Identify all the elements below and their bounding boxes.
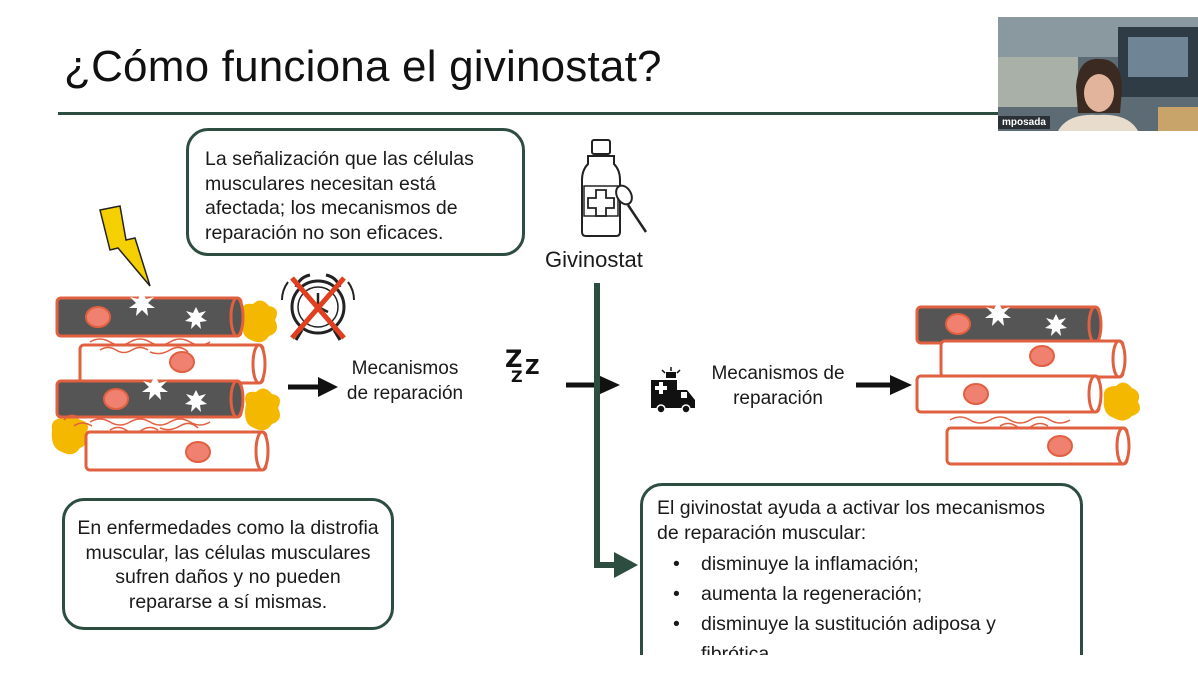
title-divider (58, 112, 998, 115)
sleep-zzz-icon: Z Z Z (505, 345, 540, 386)
ambulance-icon (651, 367, 695, 414)
signaling-textbox: La señalización que las células muscular… (186, 128, 525, 256)
participant-name: mposada (998, 116, 1050, 129)
repair-mechanisms-label-inactive: Mecanismos de reparación (346, 358, 464, 404)
lightning-icon (99, 205, 151, 287)
medicine-bottle-icon (581, 139, 648, 237)
arrow-icon (288, 377, 338, 397)
effect-item: disminuye la inflamación; (673, 549, 1066, 579)
slide-title: ¿Cómo funciona el givinostat? (64, 42, 662, 91)
arrow-icon (856, 375, 912, 395)
givinostat-connector (594, 283, 638, 578)
participant-video-thumbnail[interactable]: mposada (998, 17, 1198, 131)
effect-item: disminuye la sustitución adiposa y fibró… (673, 609, 1066, 655)
damaged-muscle-fibers (51, 292, 280, 472)
repaired-muscle-fibers (915, 302, 1140, 466)
participant-video-image (998, 17, 1198, 131)
repair-mechanisms-label-active: Mecanismos de reparación (711, 363, 845, 409)
disease-textbox: En enfermedades como la distrofia muscul… (62, 498, 394, 630)
effect-item: aumenta la regeneración; (673, 579, 1066, 609)
givinostat-effects-intro: El givinostat ayuda a activar los mecani… (657, 497, 1046, 544)
arrow-icon (566, 375, 620, 395)
crossed-alarm-clock-icon (281, 273, 355, 341)
givinostat-effects-textbox: El givinostat ayuda a activar los mecani… (640, 483, 1083, 655)
givinostat-label: Givinostat (545, 247, 643, 272)
effects-list: disminuye la inflamación; aumenta la reg… (657, 549, 1066, 655)
